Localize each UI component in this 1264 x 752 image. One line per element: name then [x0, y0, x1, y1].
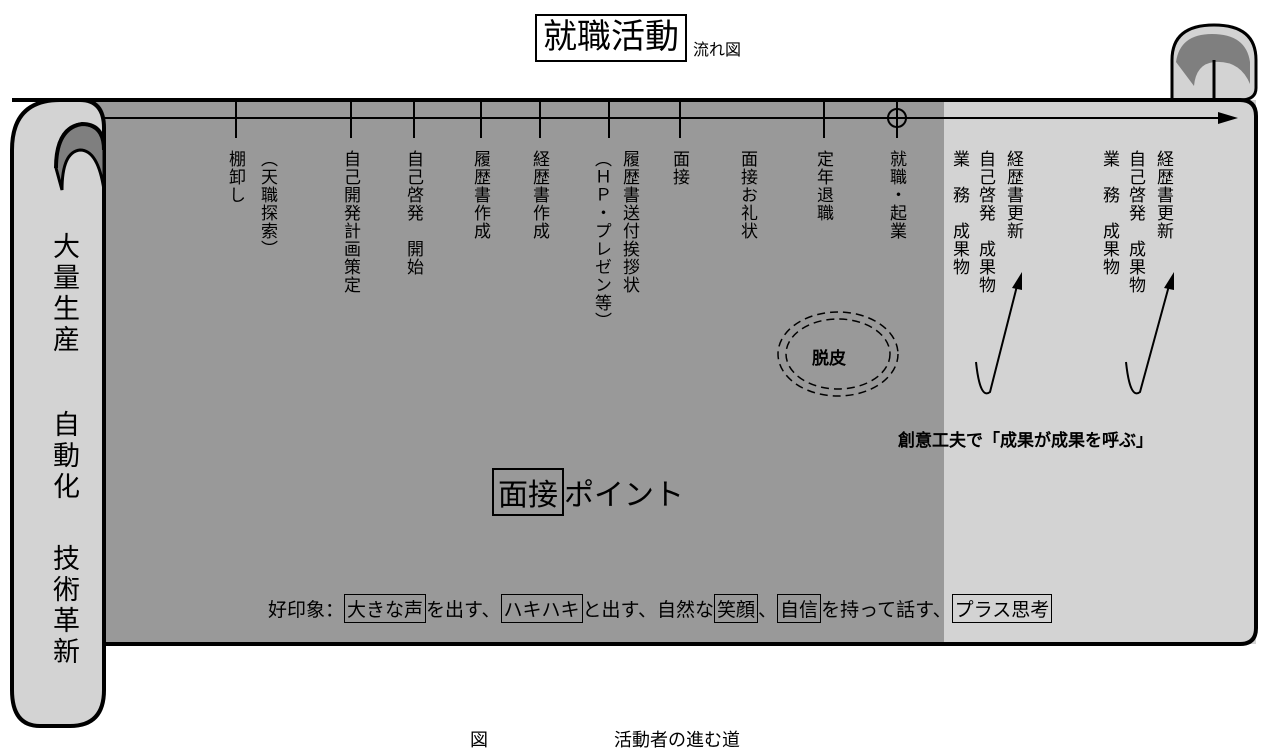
step-mensetsu: 面接: [669, 150, 689, 186]
slogan: 創意工夫で「成果が成果を呼ぶ」: [898, 431, 1153, 451]
impression-part-0: 大きな声: [344, 594, 427, 623]
left-label-mass-production: 大量生産: [48, 232, 79, 356]
check-arrow-1: [975, 281, 1019, 395]
title-sub: 流れ図: [693, 40, 742, 59]
impression-part-2: ハキハキ: [500, 594, 583, 623]
step-orei: 面接お礼状: [737, 150, 757, 240]
step-keihatsu: 自己啓発 開始: [403, 150, 423, 276]
step-tanaoroshi: 棚卸し: [225, 150, 245, 204]
step-keireki: 経歴書作成: [529, 150, 549, 240]
figure-caption: 図 活動者の進む道: [470, 730, 740, 751]
interview-point-boxed: 面接: [492, 468, 564, 516]
group2-keireki: 経歴書更新: [1153, 150, 1173, 240]
title-main: 就職活動: [535, 14, 687, 62]
step-sofu: 履歴書送付挨拶状: [619, 150, 639, 294]
check-arrow-2: [1125, 281, 1171, 395]
dappi-label: 脱皮: [812, 349, 846, 369]
interview-point-title: 面接 ポイント: [492, 468, 684, 516]
step-keikaku: 自己開発計画策定: [340, 150, 360, 294]
timeline-ticks: [235, 100, 898, 138]
group1-keireki: 経歴書更新: [1003, 150, 1023, 240]
left-curl: [10, 98, 106, 728]
impression-line: 好印象：大きな声を出す、ハキハキと出す、自然な笑顔、自信を持って話す、プラス思考: [268, 594, 1053, 623]
group2-keihatsu: 自己啓発 成果物: [1125, 150, 1145, 294]
scroll-illustration: [10, 23, 1258, 728]
step-shushoku: 就職・起業: [886, 150, 906, 240]
impression-part-7: を持って話す、: [821, 599, 952, 621]
impression-prefix: 好印象：: [268, 599, 345, 621]
impression-part-6: 自信: [777, 594, 822, 623]
impression-part-1: を出す、: [426, 599, 501, 621]
step-sofu-sub: （ＨＰ・プレゼン等）: [591, 150, 611, 330]
step-rireki: 履歴書作成: [470, 150, 490, 240]
group1-gyomu: 業 務 成果物: [949, 150, 969, 276]
group2-gyomu: 業 務 成果物: [1099, 150, 1119, 276]
impression-part-8: プラス思考: [951, 594, 1053, 623]
dappi-ellipse: [777, 311, 899, 397]
step-tanaoroshi-sub: （天職探索）: [257, 150, 277, 258]
left-label-innovation: 技術革新: [48, 544, 79, 668]
impression-part-4: 笑顔: [714, 594, 759, 623]
milestone-marker: [887, 108, 907, 128]
interview-point-rest: ポイント: [564, 478, 684, 513]
group1-keihatsu: 自己啓発 成果物: [975, 150, 995, 294]
left-label-automation: 自動化: [48, 410, 79, 503]
impression-part-5: 、: [758, 599, 778, 621]
step-teinen: 定年退職: [813, 150, 833, 222]
timeline-arrowhead: [1218, 112, 1238, 124]
impression-part-3: と出す、自然な: [582, 599, 715, 621]
diagram-title: 就職活動 流れ図: [535, 14, 741, 62]
